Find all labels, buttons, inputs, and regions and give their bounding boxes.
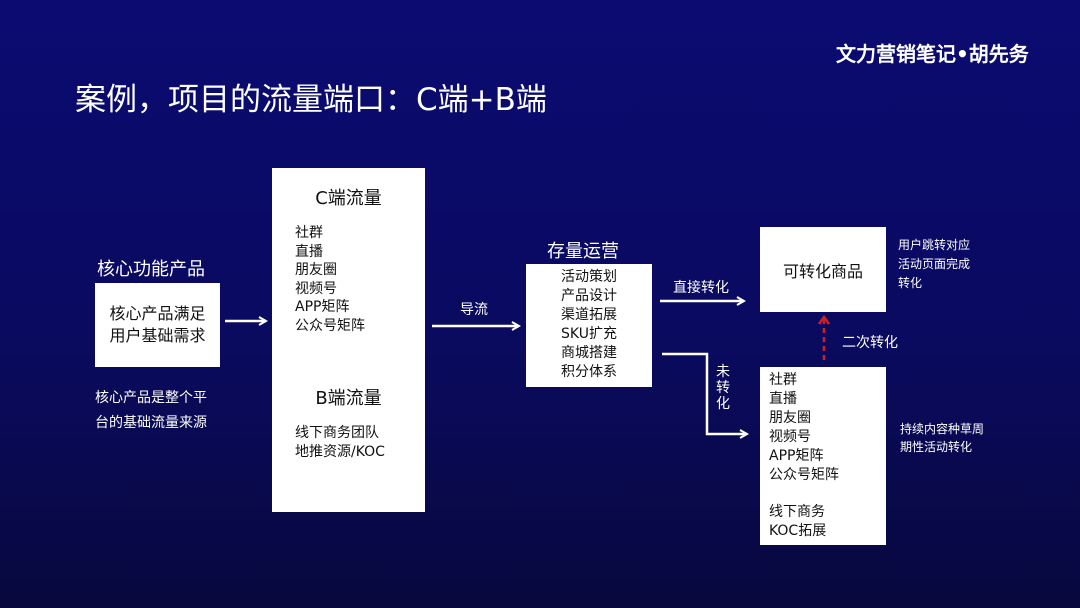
list-item: 公众号矩阵 [295, 317, 365, 334]
list-item: 产品设计 [561, 288, 617, 304]
arrow-unconverted [662, 352, 747, 434]
core-box-line: 核心产品满足 [109, 304, 206, 323]
list-item: 视频号 [769, 429, 811, 445]
list-item: 直播 [295, 243, 323, 260]
note-line: 持续内容种草周 [900, 422, 985, 436]
b-traffic-list: 线下商务团队地推资源/KOC [295, 424, 385, 461]
core-caption: 核心产品是整个平 台的基础流量来源 [95, 386, 207, 436]
nurture-list: 社群直播朋友圈视频号 APP矩阵公众号矩阵 [769, 371, 839, 485]
list-item: SKU扩充 [561, 326, 617, 342]
note-line: 转化 [898, 276, 923, 290]
caption-line: 核心产品是整个平 [95, 390, 207, 406]
list-item: 积分体系 [561, 364, 617, 380]
nurture-note: 持续内容种草周期性活动转化 [900, 420, 984, 456]
list-item: APP矩阵 [769, 448, 824, 464]
list-item: KOC拓展 [769, 523, 827, 539]
c-traffic-title: C端流量 [315, 188, 382, 209]
list-item: APP矩阵 [295, 299, 350, 315]
page-title: 案例，项目的流量端口：C端+B端 [75, 82, 547, 118]
list-item: 渠道拓展 [561, 307, 617, 323]
list-item: 线下商务团队 [295, 425, 379, 441]
guide-label: 导流 [460, 302, 488, 318]
list-item: 线下商务 [769, 504, 825, 520]
c-traffic-list: 社群直播朋友圈视频号 APP矩阵公众号矩阵 [295, 224, 365, 335]
list-item: 直播 [769, 391, 797, 407]
list-item: 地推资源/KOC [295, 443, 385, 460]
core-product-box: 核心产品满足 用户基础需求 [95, 283, 220, 367]
list-item: 朋友圈 [769, 410, 811, 426]
nurture-list-2: 线下商务 KOC拓展 [769, 503, 826, 541]
convertible-goods-box: 可转化商品 [760, 227, 886, 312]
convertible-goods-label: 可转化商品 [782, 261, 863, 281]
caption-line: 台的基础流量来源 [95, 415, 207, 431]
list-item: 社群 [769, 372, 797, 388]
b-traffic-title: B端流量 [315, 388, 382, 409]
list-item: 社群 [295, 225, 323, 241]
note-line: 期性活动转化 [900, 440, 973, 454]
note-line: 用户跳转对应 [898, 238, 971, 252]
secondary-conversion-label: 二次转化 [842, 335, 898, 351]
list-item: 公众号矩阵 [769, 467, 839, 483]
core-box-line: 用户基础需求 [109, 326, 206, 345]
label-char: 未 [716, 364, 730, 380]
core-product-label: 核心功能产品 [97, 259, 205, 280]
brand-name: 文力营销笔记•胡先务 [836, 42, 1029, 66]
direct-conversion-label: 直接转化 [673, 280, 729, 296]
goods-note: 用户跳转对应活动页面完成转化 [898, 236, 970, 293]
stock-ops-box: 活动策划产品设计渠道拓展 SKU扩充商城搭建积分体系 [526, 264, 652, 387]
list-item: 视频号 [295, 280, 337, 297]
list-item: 商城搭建 [561, 345, 617, 361]
stock-ops-label: 存量运营 [547, 241, 619, 262]
unconverted-label: 未转化 [716, 364, 730, 412]
stock-ops-list: 活动策划产品设计渠道拓展 SKU扩充商城搭建积分体系 [526, 264, 652, 382]
list-item: 朋友圈 [295, 262, 337, 278]
list-item: 活动策划 [561, 269, 617, 285]
label-char: 化 [716, 396, 730, 412]
label-char: 转 [716, 380, 730, 396]
traffic-box: C端流量 社群直播朋友圈视频号 APP矩阵公众号矩阵 B端流量 线下商务团队地推资… [272, 168, 425, 512]
note-line: 活动页面完成 [898, 257, 971, 271]
nurture-box: 社群直播朋友圈视频号 APP矩阵公众号矩阵 线下商务 KOC拓展 [760, 367, 886, 545]
